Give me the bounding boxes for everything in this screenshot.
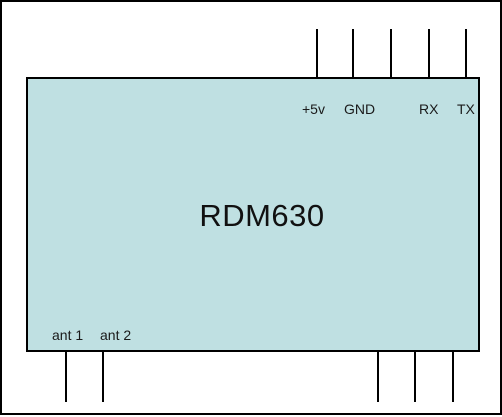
- module-body: [26, 77, 480, 352]
- module-title: RDM630: [199, 198, 325, 233]
- pin-label-5v: +5v: [302, 101, 325, 117]
- pin-label-gnd: GND: [344, 101, 376, 117]
- pin-label-rx: RX: [419, 101, 439, 117]
- pin-label-ant-1: ant 1: [52, 327, 84, 343]
- pin-label-tx: TX: [457, 101, 475, 117]
- pin-label-ant-2: ant 2: [100, 327, 132, 343]
